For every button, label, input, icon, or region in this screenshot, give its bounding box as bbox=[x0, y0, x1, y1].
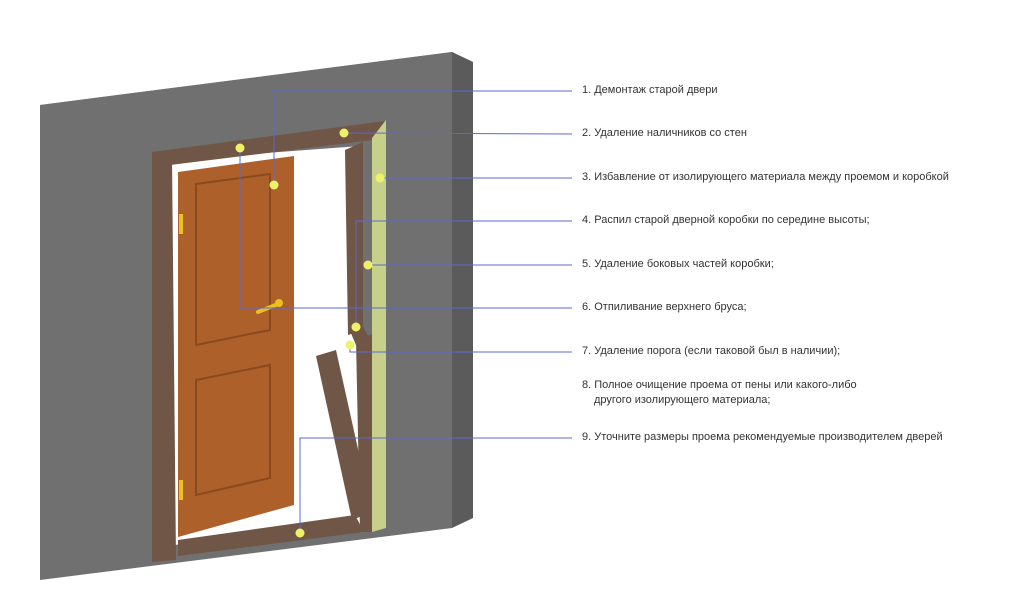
leader-lines bbox=[239, 90, 573, 533]
step-6-label: 6. Отпиливание верхнего бруса; bbox=[582, 300, 747, 315]
leader-line bbox=[343, 132, 573, 135]
marker-6 bbox=[235, 143, 245, 153]
leader-line bbox=[355, 220, 572, 327]
step-3-label: 3. Избавление от изолирующего материала … bbox=[582, 170, 949, 185]
hinge-bottom bbox=[179, 480, 183, 500]
step-text: 6. Отпиливание верхнего бруса; bbox=[582, 301, 747, 313]
marker-7 bbox=[345, 340, 355, 350]
frame-right-upper bbox=[345, 142, 363, 335]
step-text: 3. Избавление от изолирующего материала … bbox=[582, 171, 949, 183]
markers bbox=[235, 128, 385, 538]
leader-line bbox=[299, 437, 572, 533]
step-text: 2. Удаление наличников со стен bbox=[582, 127, 747, 139]
leader-line bbox=[273, 90, 572, 185]
door-panel-lower bbox=[195, 363, 271, 497]
step-2-label: 2. Удаление наличников со стен bbox=[582, 126, 747, 141]
marker-2 bbox=[339, 128, 349, 138]
step-4-label: 4. Распил старой дверной коробки по сере… bbox=[582, 213, 870, 228]
step-7-label: 7. Удаление порога (если таковой был в н… bbox=[582, 344, 840, 359]
step-5-label: 5. Удаление боковых частей коробки; bbox=[582, 257, 774, 272]
hinge-top bbox=[179, 214, 183, 234]
step-text-continued: другого изолирующего материала; bbox=[594, 394, 771, 406]
step-text: 5. Удаление боковых частей коробки; bbox=[582, 258, 774, 270]
step-text: 7. Удаление порога (если таковой был в н… bbox=[582, 345, 841, 357]
step-1-label: 1. Демонтаж старой двери bbox=[582, 83, 718, 98]
marker-5 bbox=[363, 260, 373, 270]
step-text: 1. Демонтаж старой двери bbox=[582, 84, 718, 96]
foam-strip bbox=[372, 120, 386, 532]
step-text: 8. Полное очищение проема от пены или ка… bbox=[582, 379, 857, 391]
marker-3 bbox=[375, 173, 385, 183]
marker-1 bbox=[269, 180, 279, 190]
casing-top bbox=[152, 121, 385, 165]
marker-4 bbox=[351, 322, 361, 332]
wall-side-face bbox=[452, 52, 473, 528]
step-8-label: 8. Полное очищение проема от пены или ка… bbox=[582, 378, 857, 408]
door-handle-rose bbox=[275, 299, 283, 307]
fallen-frame-piece bbox=[316, 350, 372, 520]
threshold bbox=[178, 515, 364, 556]
step-text: 4. Распил старой дверной коробки по сере… bbox=[582, 214, 870, 226]
marker-9 bbox=[295, 528, 305, 538]
leader-line bbox=[239, 148, 572, 309]
step-text: 9. Уточните размеры проема рекомендуемые… bbox=[582, 431, 943, 443]
door-panel-upper bbox=[195, 172, 271, 347]
casing-left bbox=[152, 152, 176, 562]
step-9-label: 9. Уточните размеры проема рекомендуемые… bbox=[582, 430, 943, 445]
